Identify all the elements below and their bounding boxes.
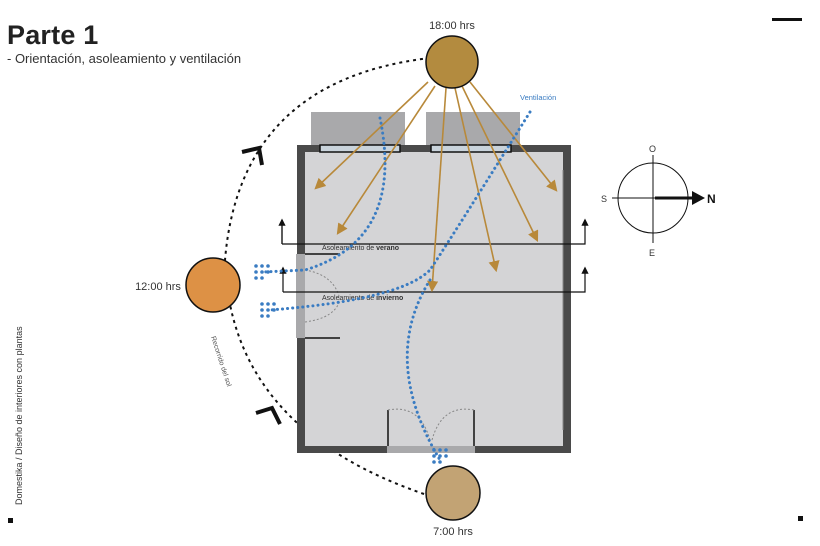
floor-plan-floor: [305, 152, 563, 446]
top-window-right: [430, 144, 512, 153]
sun-18h-label: 18:00 hrs: [429, 20, 475, 32]
summer-label: Asoleamiento de verano: [322, 245, 399, 252]
compass-west: O: [649, 144, 656, 154]
corner-square-right: [798, 516, 803, 521]
corner-dash: [772, 18, 802, 21]
sun-7h-label: 7:00 hrs: [433, 526, 473, 538]
bottom-door: [387, 446, 475, 453]
compass-south: S: [601, 194, 607, 204]
sun-path-arrow-bottom: [255, 405, 282, 425]
compass-east: E: [649, 248, 655, 258]
sun-7h: [425, 465, 481, 521]
page-subtitle: - Orientación, asoleamiento y ventilació…: [7, 51, 242, 66]
sun-path-label: Recorrido del sol: [209, 335, 232, 388]
page-title: Parte 1: [7, 20, 99, 50]
sun-12h: [185, 257, 241, 313]
left-window: [296, 254, 305, 338]
ventilation-flows: [260, 110, 532, 462]
ventilation-label: Ventilación: [520, 93, 556, 102]
corner-square-left: [8, 518, 13, 523]
compass: N S O E: [601, 144, 716, 258]
winter-label: Asoleamiento de invierno: [322, 295, 403, 302]
top-window-left: [319, 144, 401, 153]
sun-12h-label: 12:00 hrs: [135, 281, 181, 293]
sun-path-arrow-top: [241, 145, 264, 166]
window-box-right: [426, 112, 520, 148]
ventilation-heads: [254, 264, 448, 464]
compass-north: N: [707, 192, 716, 206]
sun-18h: [425, 35, 479, 89]
sun-rays: [314, 81, 558, 293]
